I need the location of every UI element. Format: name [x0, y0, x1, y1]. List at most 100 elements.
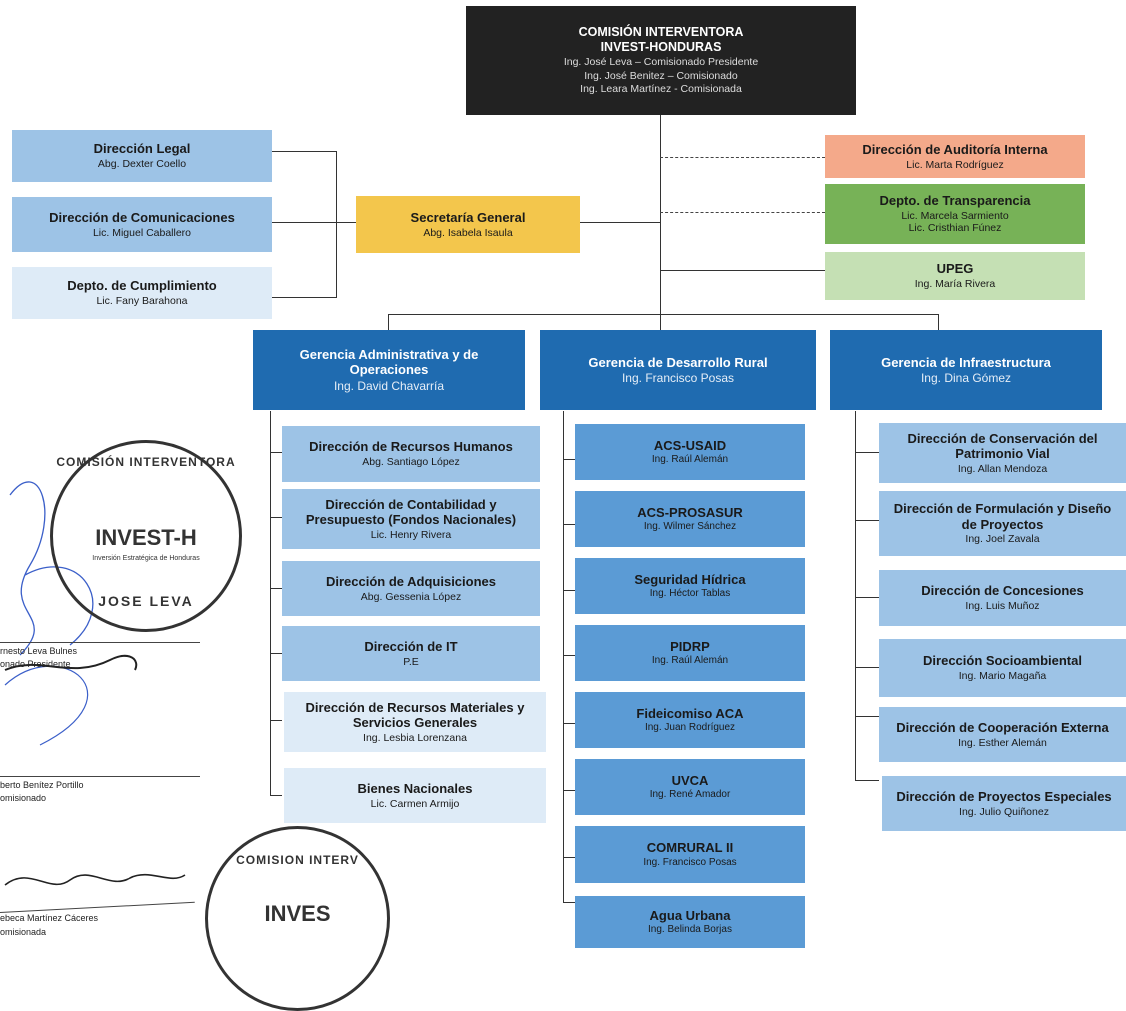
- box-title: PIDRP: [670, 638, 710, 654]
- fideicomiso-aca-box: Fideicomiso ACA Ing. Juan Rodríguez: [575, 692, 805, 748]
- uvca-box: UVCA Ing. René Amador: [575, 759, 805, 815]
- box-person-2: Lic. Cristhian Fúnez: [908, 222, 1002, 235]
- box-title: Gerencia de Infraestructura: [881, 354, 1051, 370]
- box-person: Ing. Julio Quiñonez: [959, 805, 1049, 818]
- connector-line: [563, 790, 575, 791]
- gerencia-administrativa-box: Gerencia Administrativa y de Operaciones…: [253, 330, 525, 410]
- connector-line: [563, 655, 575, 656]
- box-title: UVCA: [671, 772, 709, 788]
- seal-stamp-2: COMISION INTERV INVES: [205, 826, 390, 1011]
- box-person: Ing. René Amador: [649, 789, 731, 801]
- auditoria-interna-box: Dirección de Auditoría Interna Lic. Mart…: [825, 135, 1085, 178]
- box-title: Agua Urbana: [649, 907, 731, 923]
- box-person: Abg. Gessenia López: [360, 590, 462, 603]
- stamp-logo: INVEST-H: [95, 525, 197, 550]
- connector-line: [855, 667, 879, 668]
- box-person: Abg. Isabela Isaula: [423, 226, 513, 239]
- box-person: Lic. Miguel Caballero: [92, 226, 192, 239]
- signature-scribble-3: [4, 873, 186, 886]
- connector-line: [270, 720, 282, 721]
- pidrp-box: PIDRP Ing. Raúl Alemán: [575, 625, 805, 681]
- connector-line: [270, 653, 282, 654]
- connector-line: [660, 314, 661, 330]
- direccion-comunicaciones-box: Dirección de Comunicaciones Lic. Miguel …: [12, 197, 272, 252]
- box-person: Lic. Marcela Sarmiento: [901, 209, 1009, 222]
- comision-interventora-box: COMISIÓN INTERVENTORA INVEST-HONDURAS In…: [466, 6, 856, 115]
- box-title: Dirección de Proyectos Especiales: [896, 788, 1112, 804]
- box-title: Dirección de Recursos Humanos: [309, 439, 513, 455]
- seal-stamp-1: COMISIÓN INTERVENTORA INVEST-H Inversión…: [50, 440, 242, 632]
- box-person: Ing. Dina Gómez: [920, 371, 1012, 386]
- recursos-materiales-box: Dirección de Recursos Materiales y Servi…: [284, 692, 546, 752]
- box-person: Ing. Allan Mendoza: [957, 462, 1048, 475]
- box-title: COMRURAL II: [646, 840, 734, 856]
- connector-line: [388, 314, 389, 330]
- connector-line: [270, 588, 282, 589]
- connector-line: [563, 857, 575, 858]
- connector-line: [855, 411, 856, 781]
- box-title: Dirección de Cooperación Externa: [896, 719, 1109, 735]
- connector-line: [272, 222, 356, 223]
- box-person: Ing. Raúl Alemán: [651, 454, 729, 466]
- box-person: Ing. Esther Alemán: [958, 736, 1047, 749]
- box-person: Abg. Dexter Coello: [97, 158, 187, 170]
- recursos-humanos-box: Dirección de Recursos Humanos Abg. Santi…: [282, 426, 540, 482]
- seguridad-hidrica-box: Seguridad Hídrica Ing. Héctor Tablas: [575, 558, 805, 614]
- box-title-2: Operaciones: [349, 362, 429, 378]
- adquisiciones-box: Dirección de Adquisiciones Abg. Gessenia…: [282, 561, 540, 616]
- top-member-3: Ing. Leara Martínez - Comisionada: [580, 83, 742, 96]
- connector-line: [563, 902, 575, 903]
- dashed-connector: [660, 157, 825, 158]
- box-title: Dirección de Auditoría Interna: [862, 141, 1048, 157]
- connector-line: [388, 314, 938, 315]
- box-title: Dirección de IT: [364, 638, 458, 654]
- formulacion-diseno-box: Dirección de Formulación y Diseño de Pro…: [879, 491, 1126, 556]
- direccion-legal-box: Dirección Legal Abg. Dexter Coello: [12, 130, 272, 182]
- connector-line: [270, 452, 282, 453]
- top-title-line2: INVEST-HONDURAS: [600, 40, 722, 55]
- connector-line: [855, 597, 879, 598]
- signature-line-1: [0, 642, 200, 643]
- box-title: Dirección de Comunicaciones: [49, 209, 235, 225]
- connector-line: [272, 151, 336, 152]
- top-title-line1: COMISIÓN INTERVENTORA: [578, 25, 744, 40]
- upeg-box: UPEG Ing. María Rivera: [825, 252, 1085, 300]
- box-person: Abg. Santiago López: [362, 456, 460, 468]
- box-title: Dirección de Contabilidad y: [325, 496, 497, 512]
- connector-line: [660, 112, 661, 314]
- box-person: Ing. Joel Zavala: [965, 533, 1040, 546]
- acs-prosasur-box: ACS-PROSASUR Ing. Wilmer Sánchez: [575, 491, 805, 547]
- connector-line: [938, 314, 939, 330]
- box-person: Ing. Juan Rodríguez: [644, 722, 736, 734]
- top-member-1: Ing. José Leva – Comisionado Presidente: [563, 56, 759, 69]
- box-title: Gerencia de Desarrollo Rural: [588, 354, 768, 370]
- connector-line: [563, 723, 575, 724]
- box-person: Lic. Henry Rivera: [370, 528, 452, 541]
- box-person: Ing. Lesbia Lorenzana: [363, 731, 467, 744]
- connector-line: [563, 524, 575, 525]
- signer-1-role: onado Presidente: [0, 659, 71, 669]
- box-person: P.E: [403, 655, 419, 668]
- depto-transparencia-box: Depto. de Transparencia Lic. Marcela Sar…: [825, 184, 1085, 244]
- connector-line: [563, 411, 564, 903]
- connector-line: [855, 520, 879, 521]
- box-title: Fideicomiso ACA: [636, 705, 744, 721]
- secretaria-general-box: Secretaría General Abg. Isabela Isaula: [356, 196, 580, 253]
- connector-line: [855, 780, 879, 781]
- agua-urbana-box: Agua Urbana Ing. Belinda Borjas: [575, 896, 805, 948]
- gerencia-desarrollo-rural-box: Gerencia de Desarrollo Rural Ing. Franci…: [540, 330, 816, 410]
- signature-scribble-1: [4, 481, 138, 746]
- box-title: Gerencia Administrativa y de: [299, 346, 479, 362]
- connector-line: [855, 716, 879, 717]
- dashed-connector: [660, 212, 825, 213]
- box-title: ACS-PROSASUR: [637, 504, 743, 520]
- box-title: Secretaría General: [410, 209, 526, 225]
- box-title: ACS-USAID: [653, 437, 727, 453]
- box-person: Ing. Wilmer Sánchez: [643, 521, 737, 533]
- connector-line: [855, 452, 879, 453]
- connector-line: [270, 517, 282, 518]
- connector-line: [563, 459, 575, 460]
- box-title-2: de Proyectos: [961, 516, 1044, 532]
- signer-1-name: rnesto Leva Bulnes: [0, 646, 78, 656]
- direccion-it-box: Dirección de IT P.E: [282, 626, 540, 681]
